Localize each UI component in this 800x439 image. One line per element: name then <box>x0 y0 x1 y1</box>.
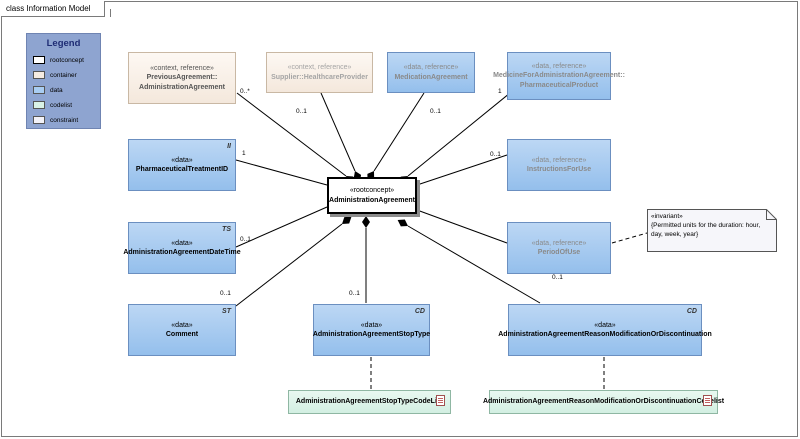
codelist-icon <box>436 395 445 406</box>
class-medication-agreement[interactable]: «data, reference» MedicationAgreement <box>387 52 475 93</box>
assoc-medicine <box>398 92 511 184</box>
multiplicity-supplier: 0..1 <box>296 108 307 115</box>
legend: Legend rootconcept container data codeli… <box>26 33 101 129</box>
class-administration-agreement-reason[interactable]: CD «data» AdministrationAgreementReasonM… <box>498 304 712 356</box>
legend-swatch <box>33 56 45 64</box>
assoc-datetime <box>235 200 338 248</box>
multiplicity-comment: 0..1 <box>220 290 231 297</box>
multiplicity-pharma-id: 1 <box>242 150 246 157</box>
constraint-note[interactable]: «invariant» {Permitted units for the dur… <box>647 209 777 252</box>
note-stereotype: «invariant» <box>651 213 683 220</box>
note-text-line2: day, week, year} <box>651 231 699 239</box>
class-administration-agreement-datetime[interactable]: TS «data» AdministrationAgreementDateTim… <box>123 222 241 274</box>
legend-title: Legend <box>46 38 81 49</box>
assoc-medication <box>367 92 425 182</box>
multiplicity-stop-type: 0..1 <box>349 290 360 297</box>
codelist-icon <box>703 395 712 406</box>
multiplicity-datetime: 0..1 <box>240 236 251 243</box>
class-administration-agreement-stop-type[interactable]: CD «data» AdministrationAgreementStopTyp… <box>313 304 430 356</box>
note-text-line1: {Permitted units for the duration: hour, <box>651 222 761 230</box>
note-shape <box>647 209 777 252</box>
legend-swatch <box>33 116 45 124</box>
assoc-period <box>405 204 508 244</box>
assoc-reason <box>397 219 541 304</box>
assoc-instructions <box>405 154 508 191</box>
class-period-of-use[interactable]: «data, reference» PeriodOfUse <box>507 222 611 274</box>
multiplicity-instructions: 0..1 <box>490 151 501 158</box>
multiplicity-medication: 0..1 <box>430 108 441 115</box>
multiplicity-previous: 0..* <box>240 88 250 95</box>
legend-swatch <box>33 101 45 109</box>
assoc-supplier <box>320 92 362 183</box>
assoc-pharma-id <box>235 159 339 191</box>
codelist-stop-type[interactable]: AdministrationAgreementStopTypeCodeList <box>288 390 451 414</box>
note-link <box>611 232 648 244</box>
legend-swatch <box>33 86 45 94</box>
class-pharmaceutical-treatment-id[interactable]: II «data» PharmaceuticalTreatmentID <box>128 139 236 191</box>
assoc-previous <box>236 92 356 184</box>
class-instructions-for-use[interactable]: «data, reference» InstructionsForUse <box>507 139 611 191</box>
codelist-reason[interactable]: AdministrationAgreementReasonModificatio… <box>483 390 724 414</box>
class-previous-agreement[interactable]: «context, reference» PreviousAgreement::… <box>128 52 236 104</box>
multiplicity-period: 0..1 <box>552 274 563 281</box>
assoc-comment <box>235 216 352 307</box>
multiplicity-medicine: 1 <box>498 88 502 95</box>
class-administration-agreement-root[interactable]: «rootconcept» AdministrationAgreement <box>327 177 417 214</box>
class-medicine-for-administration[interactable]: «data, reference» MedicineForAdministrat… <box>493 52 625 100</box>
legend-swatch <box>33 71 45 79</box>
diagram-title: class Information Model <box>1 1 106 17</box>
class-comment[interactable]: ST «data» Comment <box>128 304 236 356</box>
class-supplier[interactable]: «context, reference» Supplier::Healthcar… <box>266 52 373 93</box>
